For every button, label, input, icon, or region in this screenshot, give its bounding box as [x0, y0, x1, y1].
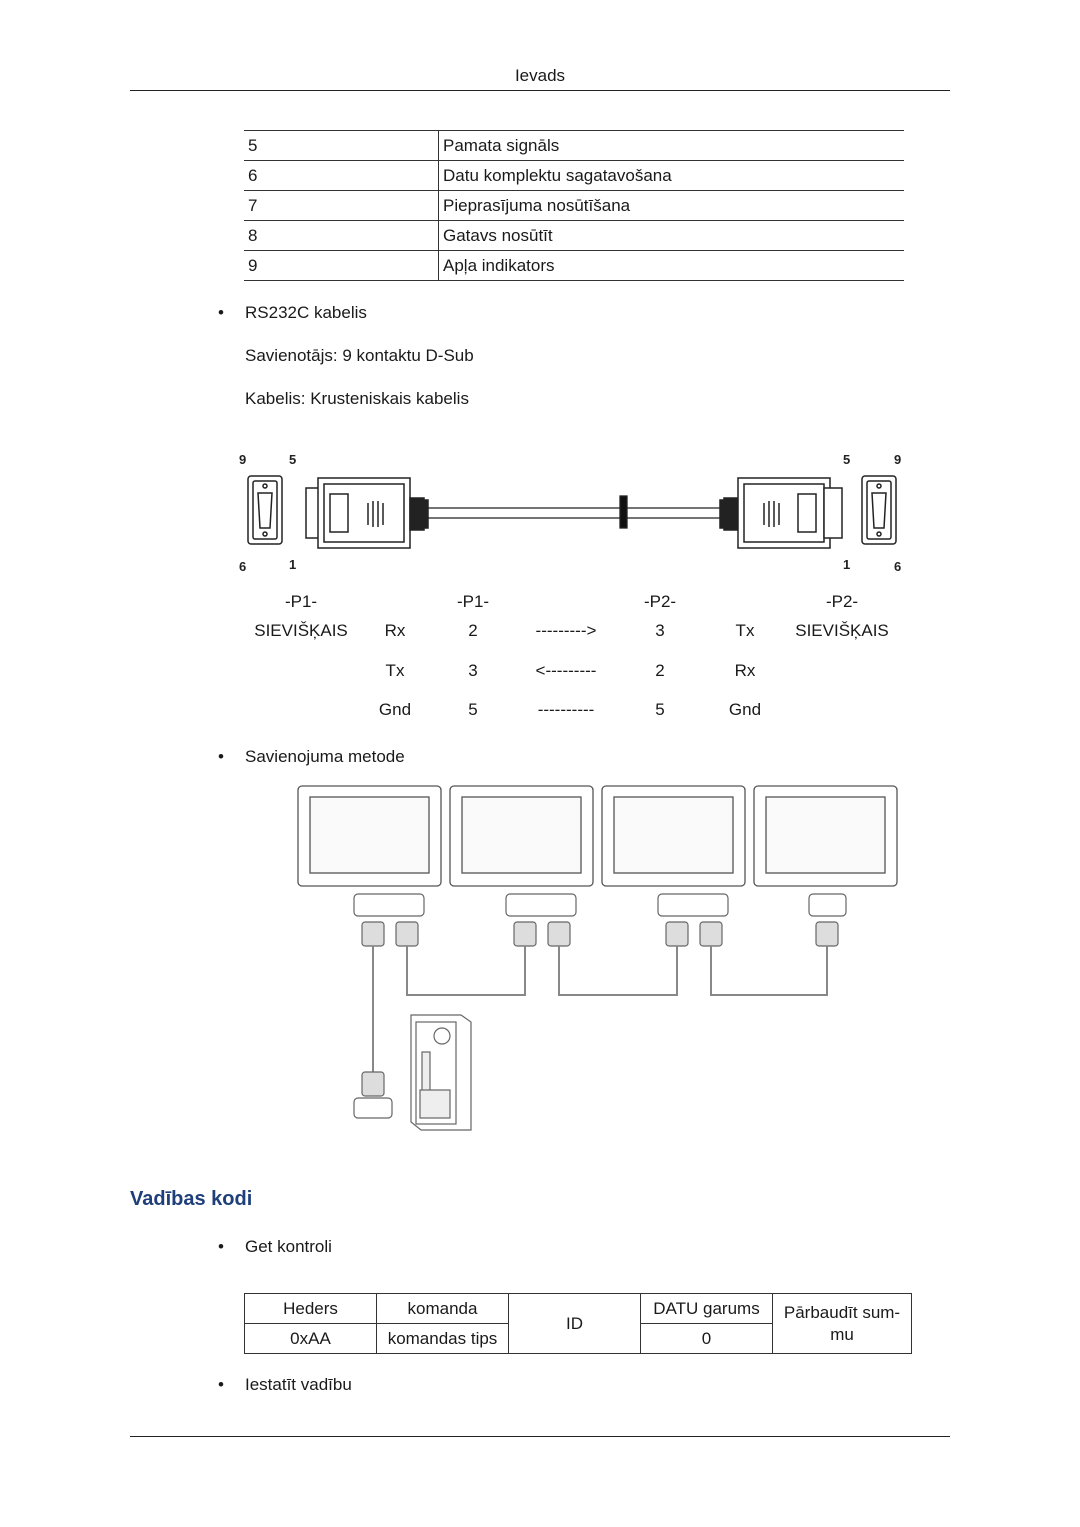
left-plug-icon [305, 477, 429, 549]
monitor-icon [449, 785, 594, 887]
footer-rule [130, 1436, 950, 1437]
bullet-dot: • [218, 303, 224, 322]
bullet-text: Savienojuma metode [245, 747, 405, 766]
pin-description: Pamata signāls [438, 130, 904, 161]
bullet-text: Get kontroli [245, 1237, 332, 1256]
bullet-dot: • [218, 1375, 224, 1394]
cable-line [406, 946, 526, 996]
wiring-header: -P2- [825, 592, 859, 611]
pin-description: Apļa indikators [438, 250, 904, 281]
pc-port-icon [353, 1097, 393, 1119]
pin-number: 9 [244, 250, 439, 281]
wiring-header: -P1- [456, 592, 490, 611]
pin-p1: 2 [468, 621, 478, 640]
left-port-icon [247, 475, 283, 545]
monitor-icon [601, 785, 746, 887]
pin-description: Pieprasījuma nosūtīšana [438, 190, 904, 221]
signal-p2: Tx [735, 621, 755, 640]
pin-p1: 3 [468, 661, 478, 680]
pin-label: 5 [843, 452, 850, 467]
plug-icon [699, 921, 723, 947]
pin-label: 9 [239, 452, 246, 467]
pin-label: 6 [894, 559, 901, 574]
port-panel-icon [657, 893, 729, 917]
signal-p1: Tx [385, 661, 405, 680]
port-panel-icon [505, 893, 577, 917]
table-id-cell: ID [508, 1293, 641, 1354]
cable-line [710, 946, 828, 996]
pin-number: 8 [244, 220, 439, 251]
signal-p1: Gnd [378, 700, 412, 719]
pin-p1: 5 [468, 700, 478, 719]
table-row: 8 Gatavs nosūtīt [244, 220, 904, 251]
connector-line: Savienotājs: 9 kontaktu D-Sub [245, 346, 474, 365]
pin-number: 6 [244, 160, 439, 191]
bullet-text: RS232C kabelis [245, 303, 367, 322]
right-plug-icon [719, 477, 843, 549]
pin-label: 6 [239, 559, 246, 574]
gender-label: SIEVIŠĶAIS [254, 621, 348, 640]
get-control-table: Heders komanda ID DATU garums Pārbaudīt … [244, 1293, 912, 1354]
bullet-text: Iestatīt vadību [245, 1375, 352, 1394]
cable-type-line: Kabelis: Krusteniskais kabelis [245, 389, 469, 408]
plug-icon [513, 921, 537, 947]
plug-icon [361, 921, 385, 947]
connection-method-diagram [297, 785, 898, 1131]
cable-line [428, 495, 720, 529]
pin-number: 7 [244, 190, 439, 221]
wiring-arrow: <--------- [535, 661, 597, 680]
table-header-cell: komanda [376, 1293, 509, 1324]
pin-label: 1 [289, 557, 296, 572]
rs232-cable-diagram: 9 5 6 1 5 9 1 6 [239, 452, 901, 574]
page-header-title: Ievads [514, 66, 566, 85]
table-row: Heders komanda ID DATU garums Pārbaudīt … [244, 1293, 912, 1354]
gender-label: SIEVIŠĶAIS [795, 621, 889, 640]
pin-description: Datu komplektu sagatavošana [438, 160, 904, 191]
port-panel-icon [353, 893, 425, 917]
pin-number: 5 [244, 130, 439, 161]
pc-tower-icon [410, 1014, 472, 1131]
pin-p2: 5 [655, 700, 665, 719]
port-panel-icon [808, 893, 847, 917]
wiring-header: -P1- [284, 592, 318, 611]
plug-icon [361, 1071, 385, 1097]
wiring-arrow: ---------> [535, 621, 597, 640]
pin-label: 5 [289, 452, 296, 467]
cable-line [558, 946, 678, 996]
plug-icon [665, 921, 689, 947]
header-rule [130, 90, 950, 91]
pin-p2: 2 [655, 661, 665, 680]
section-title: Vadības kodi [130, 1188, 253, 1210]
table-checksum-cell: Pārbaudīt sum-mu [772, 1293, 912, 1354]
table-row: 6 Datu komplektu sagatavošana [244, 160, 904, 191]
pin-description: Gatavs nosūtīt [438, 220, 904, 251]
pin-p2: 3 [655, 621, 665, 640]
wiring-header: -P2- [643, 592, 677, 611]
table-cell: komandas tips [376, 1323, 509, 1354]
monitor-icon [753, 785, 898, 887]
table-header-cell: DATU garums [640, 1293, 773, 1324]
pin-label: 9 [894, 452, 901, 467]
signal-p1: Rx [384, 621, 406, 640]
table-row: 5 Pamata signāls [244, 130, 904, 161]
table-row: 9 Apļa indikators [244, 250, 904, 281]
plug-icon [395, 921, 419, 947]
plug-icon [547, 921, 571, 947]
table-header-cell: Heders [244, 1293, 377, 1324]
signal-p2: Rx [734, 661, 756, 680]
pin-label: 1 [843, 557, 850, 572]
bullet-dot: • [218, 1237, 224, 1256]
right-port-icon [861, 475, 897, 545]
table-cell: 0 [640, 1323, 773, 1354]
table-row: 0xAA komandas tips 0 [244, 1323, 912, 1354]
monitor-icon [297, 785, 442, 887]
table-row: 7 Pieprasījuma nosūtīšana [244, 190, 904, 221]
plug-icon [815, 921, 839, 947]
pin-table: 5 Pamata signāls 6 Datu komplektu sagata… [244, 130, 904, 281]
table-cell: 0xAA [244, 1323, 377, 1354]
bullet-dot: • [218, 747, 224, 766]
signal-p2: Gnd [728, 700, 762, 719]
wiring-arrow: ---------- [537, 700, 595, 719]
